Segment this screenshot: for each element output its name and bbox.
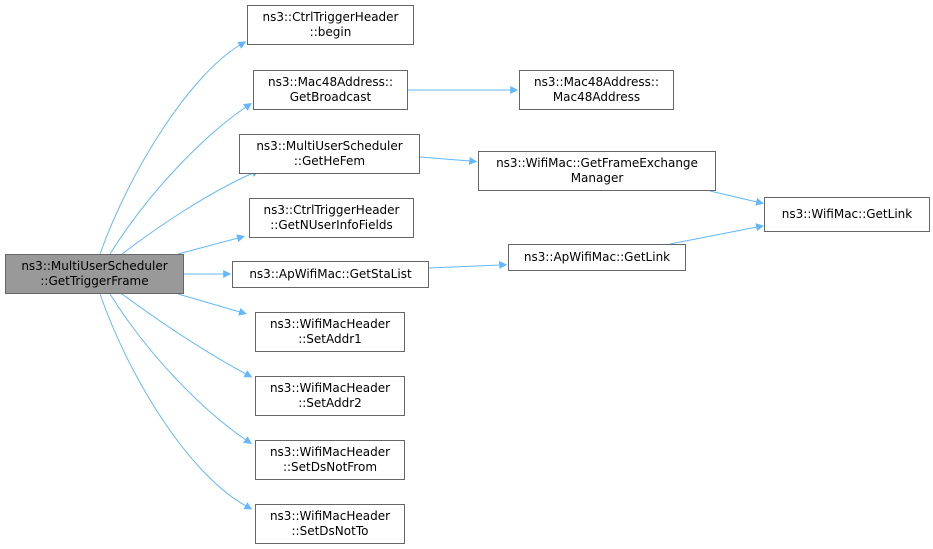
edge-root-to-begin <box>99 41 247 255</box>
node-setdsnotto-line-1: ns3::WifiMacHeader <box>269 509 391 523</box>
node-mac48address[interactable]: ns3::Mac48Address:: Mac48Address <box>519 70 674 110</box>
node-setaddr2[interactable]: ns3::WifiMacHeader ::SetAddr2 <box>255 376 405 416</box>
node-begin-line-2: ::begin <box>309 25 352 39</box>
node-setaddr1-line-1: ns3::WifiMacHeader <box>269 317 391 331</box>
edge-root-to-getnuserinfofields <box>177 234 245 255</box>
node-apwifimac-getlink-line-1: ns3::ApWifiMac::GetLink <box>523 250 671 264</box>
node-getframeexchange[interactable]: ns3::WifiMac::GetFrameExchange Manager <box>478 151 716 191</box>
edge-root-to-setdsnotfrom <box>109 293 252 445</box>
node-setaddr1-line-2: ::SetAddr1 <box>298 332 362 346</box>
node-wifimac-getlink-line-1: ns3::WifiMac::GetLink <box>781 207 913 221</box>
node-getframeexchange-line-1: ns3::WifiMac::GetFrameExchange <box>496 156 698 170</box>
node-setdsnotfrom-line-1: ns3::WifiMacHeader <box>269 445 391 459</box>
node-mac48address-line-1: ns3::Mac48Address:: <box>533 75 660 89</box>
node-gethefem-line-2: ::GetHeFem <box>293 154 366 168</box>
node-setdsnotto[interactable]: ns3::WifiMacHeader ::SetDsNotTo <box>255 504 405 544</box>
node-begin[interactable]: ns3::CtrlTriggerHeader ::begin <box>247 5 414 45</box>
edge-gethefem-to-getframeexchange <box>419 156 478 165</box>
node-gethefem[interactable]: ns3::MultiUserScheduler ::GetHeFem <box>239 134 420 174</box>
node-getbroadcast-line-2: GetBroadcast <box>289 90 372 104</box>
node-getnuserinfofields[interactable]: ns3::CtrlTriggerHeader ::GetNUserInfoFie… <box>249 198 414 238</box>
edge-root-to-setaddr2 <box>121 293 253 378</box>
node-getframeexchange-line-2: Manager <box>570 171 624 185</box>
node-getbroadcast[interactable]: ns3::Mac48Address:: GetBroadcast <box>253 70 408 110</box>
node-gethefem-line-1: ns3::MultiUserScheduler <box>256 139 403 153</box>
node-setdsnotfrom[interactable]: ns3::WifiMacHeader ::SetDsNotFrom <box>255 440 405 480</box>
edge-root-to-setaddr1 <box>177 293 247 316</box>
node-mac48address-line-2: Mac48Address <box>552 90 641 104</box>
node-setdsnotto-line-2: ::SetDsNotTo <box>291 524 369 538</box>
node-begin-line-1: ns3::CtrlTriggerHeader <box>262 10 399 24</box>
node-getbroadcast-line-1: ns3::Mac48Address:: <box>267 75 394 89</box>
node-root-line-2: ::GetTriggerFrame <box>40 274 149 288</box>
node-getnuserinfofields-line-2: ::GetNUserInfoFields <box>270 218 393 232</box>
node-getstalist[interactable]: ns3::ApWifiMac::GetStaList <box>232 261 429 288</box>
node-root: ns3::MultiUserScheduler ::GetTriggerFram… <box>5 254 184 294</box>
node-wifimac-getlink[interactable]: ns3::WifiMac::GetLink <box>764 197 930 232</box>
node-setaddr1[interactable]: ns3::WifiMacHeader ::SetAddr1 <box>255 312 405 352</box>
node-setdsnotfrom-line-2: ::SetDsNotFrom <box>282 460 378 474</box>
edge-root-to-gethefem <box>121 169 260 255</box>
edge-getframeexchange-to-wifimac-getlink <box>709 190 765 206</box>
edge-root-to-setdsnotto <box>99 293 253 510</box>
node-apwifimac-getlink[interactable]: ns3::ApWifiMac::GetLink <box>508 244 686 271</box>
node-getnuserinfofields-line-1: ns3::CtrlTriggerHeader <box>263 203 400 217</box>
edge-apwifimac-getlink-to-wifimac-getlink <box>669 223 765 245</box>
edge-getstalist-to-apwifimac-getlink <box>428 261 508 270</box>
node-setaddr2-line-2: ::SetAddr2 <box>298 396 362 410</box>
edge-root-to-getbroadcast <box>109 102 252 255</box>
node-getstalist-line-1: ns3::ApWifiMac::GetStaList <box>249 267 412 281</box>
node-setaddr2-line-1: ns3::WifiMacHeader <box>269 381 391 395</box>
node-root-line-1: ns3::MultiUserScheduler <box>21 259 168 273</box>
